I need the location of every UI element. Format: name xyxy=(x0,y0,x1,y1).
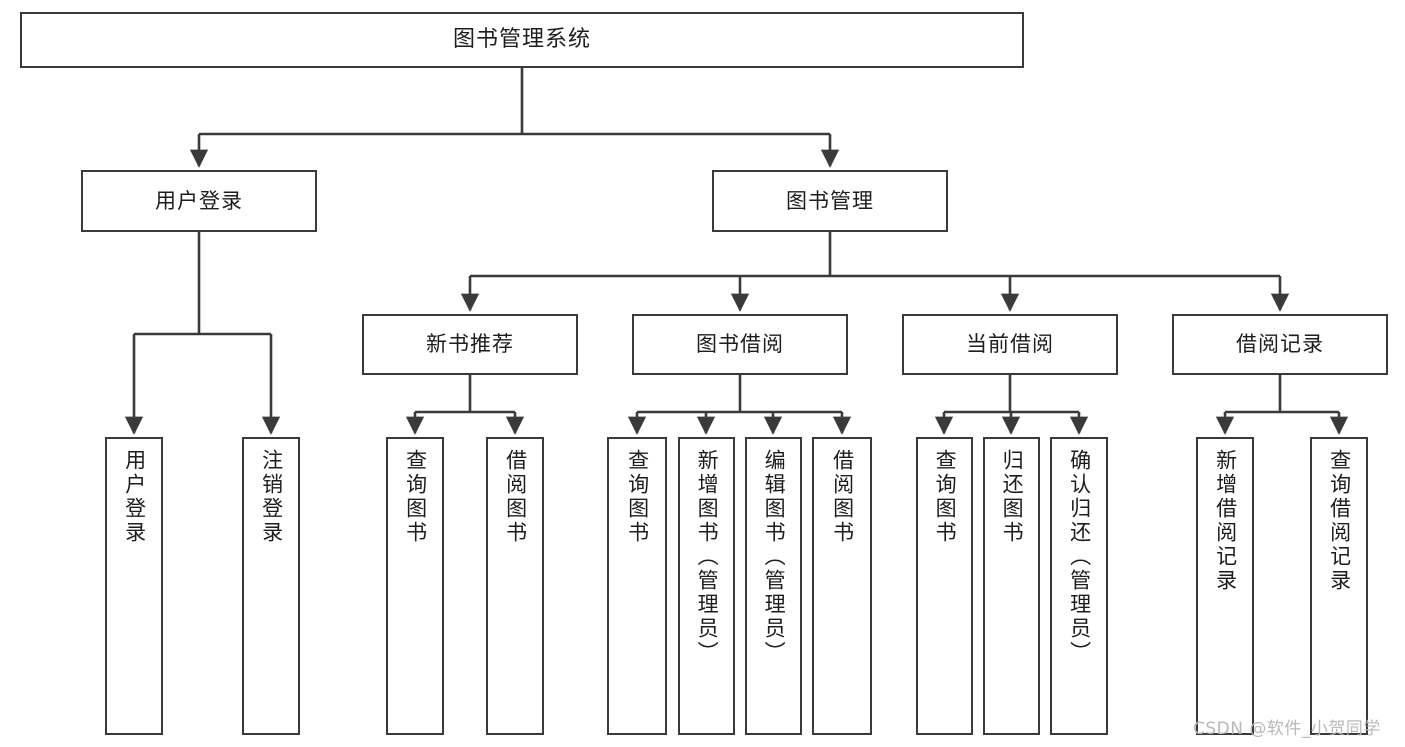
node-current-borrow[interactable]: 当前借阅 xyxy=(902,314,1118,375)
node-leaf-record-query[interactable]: 查询借阅记录 xyxy=(1310,437,1368,735)
node-leaf-rec-borrow-book[interactable]: 借阅图书 xyxy=(486,437,544,735)
node-leaf-rec-borrow-book-label: 借阅图书 xyxy=(503,449,528,545)
node-borrow-record[interactable]: 借阅记录 xyxy=(1172,314,1388,375)
node-user-login[interactable]: 用户登录 xyxy=(81,170,317,232)
node-leaf-borrow-query-book[interactable]: 查询图书 xyxy=(607,437,667,735)
node-user-login-label: 用户登录 xyxy=(155,188,243,213)
node-leaf-borrow-add-book[interactable]: 新增图书（管理员） xyxy=(678,437,735,735)
node-leaf-borrow-lend-book-label: 借阅图书 xyxy=(830,449,855,545)
node-root-label: 图书管理系统 xyxy=(452,26,591,52)
node-root[interactable]: 图书管理系统 xyxy=(20,12,1024,68)
node-leaf-current-query-book[interactable]: 查询图书 xyxy=(916,437,973,735)
node-leaf-borrow-edit-book-label: 编辑图书（管理员） xyxy=(762,449,787,665)
node-new-book-recommend[interactable]: 新书推荐 xyxy=(362,314,578,375)
node-leaf-current-confirm-return-label: 确认归还（管理员） xyxy=(1067,449,1092,665)
node-leaf-rec-query-book-label: 查询图书 xyxy=(403,449,428,545)
node-book-manage[interactable]: 图书管理 xyxy=(712,170,948,232)
node-book-manage-label: 图书管理 xyxy=(786,188,874,213)
node-leaf-user-login-label: 用户登录 xyxy=(122,449,147,545)
node-leaf-borrow-query-book-label: 查询图书 xyxy=(625,449,650,545)
csdn-watermark: CSDN @软件_小贺同学 xyxy=(1193,719,1381,739)
node-leaf-record-add-label: 新增借阅记录 xyxy=(1213,449,1238,593)
node-new-book-recommend-label: 新书推荐 xyxy=(426,332,514,357)
node-leaf-borrow-edit-book[interactable]: 编辑图书（管理员） xyxy=(745,437,802,735)
node-leaf-user-logout[interactable]: 注销登录 xyxy=(242,437,300,735)
node-borrow-record-label: 借阅记录 xyxy=(1236,332,1324,357)
node-leaf-user-login[interactable]: 用户登录 xyxy=(105,437,163,735)
node-leaf-current-query-book-label: 查询图书 xyxy=(933,449,958,545)
node-leaf-current-return-book-label: 归还图书 xyxy=(1000,449,1025,545)
node-leaf-borrow-lend-book[interactable]: 借阅图书 xyxy=(812,437,872,735)
node-current-borrow-label: 当前借阅 xyxy=(966,332,1054,357)
node-leaf-current-confirm-return[interactable]: 确认归还（管理员） xyxy=(1050,437,1108,735)
node-leaf-record-query-label: 查询借阅记录 xyxy=(1327,449,1352,593)
node-book-borrow-label: 图书借阅 xyxy=(696,332,784,357)
node-leaf-borrow-add-book-label: 新增图书（管理员） xyxy=(695,449,720,665)
node-leaf-current-return-book[interactable]: 归还图书 xyxy=(983,437,1040,735)
node-leaf-user-logout-label: 注销登录 xyxy=(259,449,284,545)
node-leaf-record-add[interactable]: 新增借阅记录 xyxy=(1196,437,1254,735)
node-leaf-rec-query-book[interactable]: 查询图书 xyxy=(386,437,444,735)
node-book-borrow[interactable]: 图书借阅 xyxy=(632,314,848,375)
